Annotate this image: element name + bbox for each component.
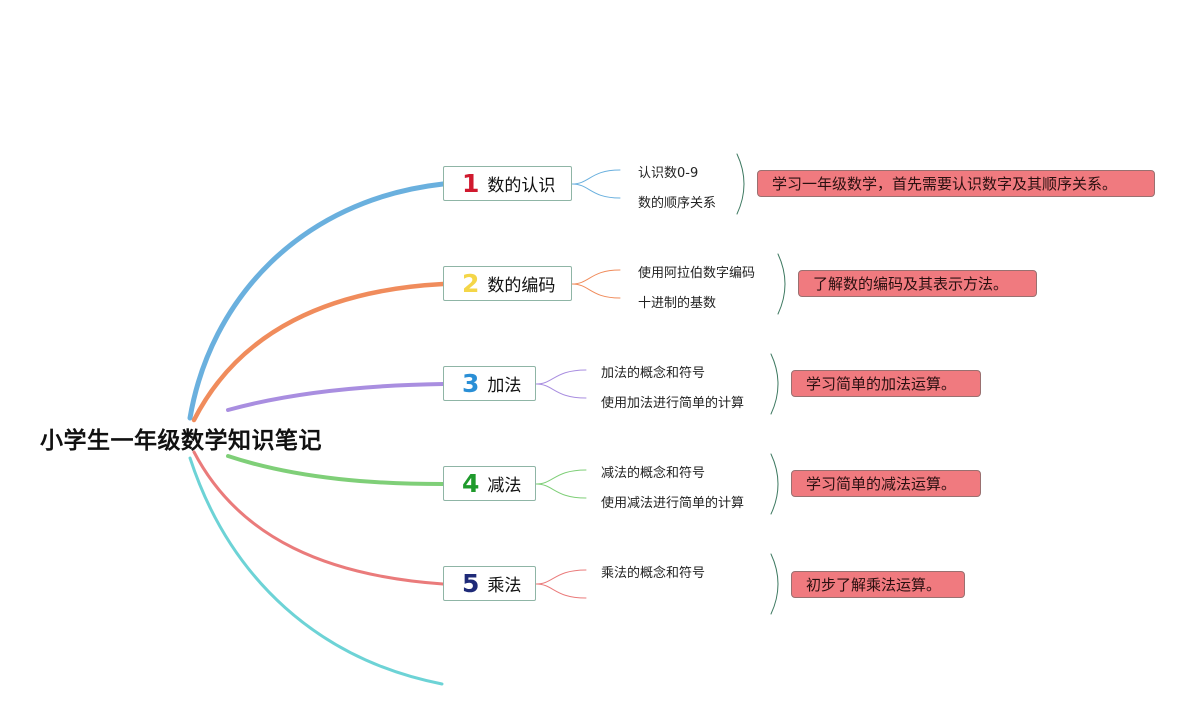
topic-node-3[interactable]: 3 加法 (443, 366, 536, 401)
main-branch-2 (191, 281, 446, 423)
summary-bracket (770, 353, 779, 415)
main-branch-1 (187, 181, 446, 421)
topic-node-2[interactable]: 2 数的编码 (443, 266, 572, 301)
summary-box[interactable]: 学习简单的加法运算。 (791, 370, 981, 397)
topic-node-4[interactable]: 4 减法 (443, 466, 536, 501)
main-branch-4 (226, 454, 445, 486)
sub-connector (571, 183, 621, 199)
sub-connector (535, 569, 587, 585)
sub-connector (571, 269, 621, 285)
summary-bracket (777, 253, 786, 315)
summary-brackets (736, 153, 786, 615)
subtopic[interactable]: 使用阿拉伯数字编码 (638, 266, 756, 281)
topic-label: 数的编码 (487, 276, 556, 296)
summary-box[interactable]: 学习简单的减法运算。 (791, 470, 981, 497)
topic-label: 减法 (487, 476, 522, 496)
sub-connector (535, 483, 587, 499)
sub-connector (535, 469, 587, 485)
sub-connectors (535, 169, 621, 599)
subtopic[interactable]: 使用加法进行简单的计算 (601, 396, 745, 411)
subtopic[interactable]: 数的顺序关系 (638, 196, 717, 211)
main-branch-extra (188, 456, 444, 686)
topic-node-5[interactable]: 5 乘法 (443, 566, 536, 601)
main-branch-3 (226, 382, 445, 412)
topic-node-1[interactable]: 1 数的认识 (443, 166, 572, 201)
number-badge-3: 3 (462, 369, 480, 398)
summary-bracket (770, 453, 779, 515)
number-badge-5: 5 (462, 569, 480, 598)
subtopic[interactable]: 十进制的基数 (638, 296, 717, 311)
summary-bracket (770, 553, 779, 615)
subtopic[interactable]: 加法的概念和符号 (601, 366, 706, 381)
summary-box[interactable]: 学习一年级数学，首先需要认识数字及其顺序关系。 (757, 170, 1155, 197)
sub-connector (571, 283, 621, 299)
sub-connector (535, 583, 587, 599)
topic-label: 加法 (487, 376, 522, 396)
subtopic[interactable]: 减法的概念和符号 (601, 466, 706, 481)
topic-label: 乘法 (487, 576, 522, 596)
sub-connector (535, 383, 587, 399)
number-badge-2: 2 (462, 269, 480, 298)
summary-box[interactable]: 了解数的编码及其表示方法。 (798, 270, 1037, 297)
summary-bracket (736, 153, 745, 215)
sub-connector (535, 369, 587, 385)
summary-box[interactable]: 初步了解乘法运算。 (791, 571, 965, 598)
number-badge-4: 4 (462, 469, 480, 498)
sub-connector (571, 169, 621, 185)
subtopic[interactable]: 乘法的概念和符号 (601, 566, 706, 581)
main-branch-5 (192, 450, 445, 586)
number-badge-1: 1 (462, 169, 480, 198)
root-topic[interactable]: 小学生一年级数学知识笔记 (40, 428, 322, 454)
topic-label: 数的认识 (487, 176, 556, 196)
subtopic[interactable]: 认识数0-9 (638, 166, 699, 181)
main-branches (187, 181, 446, 686)
subtopic[interactable]: 使用减法进行简单的计算 (601, 496, 745, 511)
